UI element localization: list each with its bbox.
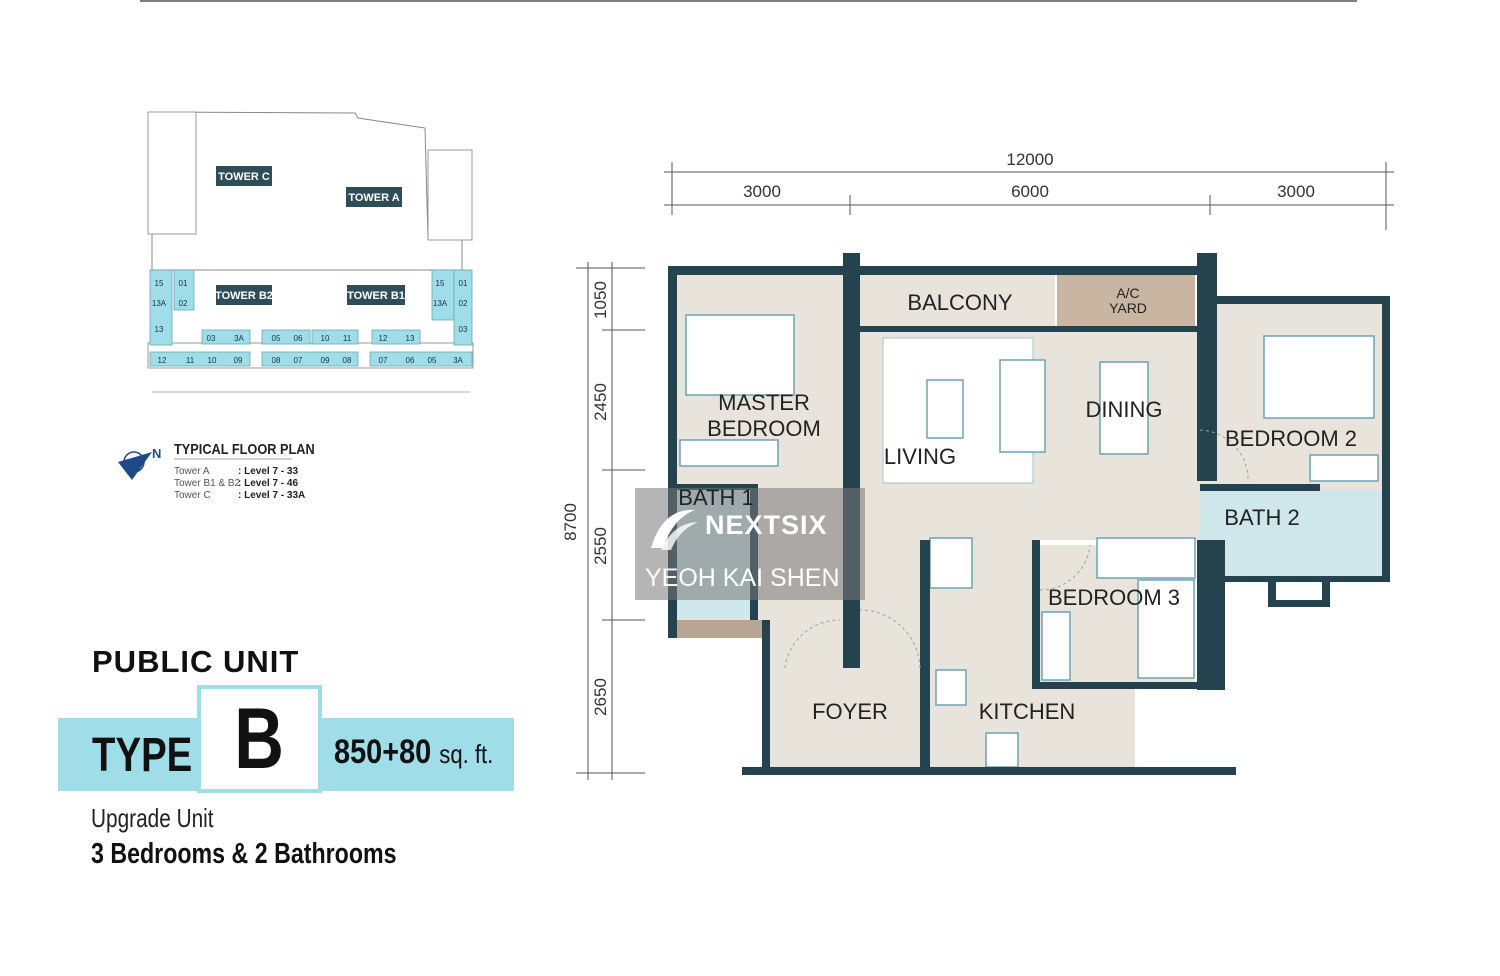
key-plan-unit-number: 11 [186,356,195,365]
room-bath-2: BATH 2 [1224,505,1299,530]
watermark: NEXTSIX YEOH KAI SHEN [635,488,865,600]
unit-area: 850+80 sq. ft. [334,733,493,772]
room-master-line2: BEDROOM [707,416,821,441]
level-row-tower-c: Tower C : Level 7 - 33A [174,490,305,501]
dim-width-3: 3000 [1277,182,1315,201]
key-plan-unit-number: 11 [343,334,352,343]
key-plan-unit-number: 08 [343,356,352,365]
level-range: : Level 7 - 33A [238,490,306,501]
key-plan-unit-number: 10 [321,334,330,343]
key-plan-unit-number: 09 [234,356,243,365]
key-plan-unit-number: 10 [208,356,217,365]
unit-category: PUBLIC UNIT [92,644,300,679]
area-value: 850+80 [334,733,432,771]
key-plan-unit-number: 08 [272,356,281,365]
room-kitchen: KITCHEN [979,699,1076,724]
key-plan-unit-number: 12 [158,356,167,365]
room-master-line1: MASTER [718,390,810,415]
key-plan-unit-number: 01 [179,279,188,288]
room-bath-1: BATH 1 [678,485,754,510]
key-plan-unit-number: 07 [379,356,388,365]
type-label: TYPE [92,729,193,782]
key-plan-unit-number: 15 [155,279,164,288]
key-plan-unit-number: 03 [207,334,216,343]
level-row-tower-b: Tower B1 & B2: Level 7 - 46 [174,478,298,489]
key-plan-unit-number: 06 [406,356,415,365]
key-plan-unit-number: 13A [433,299,448,308]
level-range: : Level 7 - 46 [238,478,299,489]
tower-c-label: TOWER C [218,171,270,183]
dim-height-4: 2650 [591,678,610,716]
room-bedroom-2: BEDROOM 2 [1225,426,1357,451]
watermark-name: YEOH KAI SHEN [645,564,840,592]
key-plan-unit-number: 05 [272,334,281,343]
room-balcony: BALCONY [907,290,1012,315]
key-plan-unit-number: 01 [459,279,468,288]
level-tower: Tower B1 & B2 [174,478,241,489]
key-plan-unit-number: 13 [406,334,415,343]
room-ac-yard-line2: YARD [1109,300,1147,316]
key-plan-unit-number: 13A [152,299,167,308]
dim-height-3: 2550 [591,527,610,565]
typical-floor-plan-title: TYPICAL FLOOR PLAN [174,441,315,458]
key-plan-unit-number: 02 [179,299,188,308]
room-bedroom-3: BEDROOM 3 [1048,585,1180,610]
dim-total-width: 12000 [1006,150,1053,169]
key-plan: TOWER C TOWER A TOWER B2 TOWER B1 N [118,111,474,480]
tower-b2-label: TOWER B2 [215,290,273,302]
key-plan-unit-number: 15 [436,279,445,288]
unit-rooms: 3 Bedrooms & 2 Bathrooms [91,838,397,870]
dim-height-1: 1050 [591,281,610,319]
north-label: N [152,446,161,461]
unit-subtitle: Upgrade Unit [91,803,214,833]
dim-width-1: 3000 [743,182,781,201]
nextsix-logo-icon [651,509,698,550]
key-plan-unit-number: 03 [459,325,468,334]
room-foyer: FOYER [812,699,888,724]
room-ac-yard-line1: A/C [1116,285,1139,301]
type-letter: B [234,690,285,787]
key-plan-unit-number: 12 [379,334,388,343]
type-letter-box: B [197,685,322,793]
watermark-brand: NEXTSIX [705,510,828,540]
key-plan-unit-number: 3A [453,356,463,365]
key-plan-unit-number: 09 [321,356,330,365]
key-plan-unit-number: 07 [294,356,303,365]
tower-b1-label: TOWER B1 [347,290,405,302]
dim-width-2: 6000 [1011,182,1049,201]
level-range: : Level 7 - 33 [238,466,299,477]
tower-a-label: TOWER A [348,192,399,204]
key-plan-unit-number: 3A [234,334,244,343]
dim-height-2: 2450 [591,383,610,421]
room-dining: DINING [1086,397,1163,422]
key-plan-unit-number: 13 [155,325,164,334]
key-plan-unit-number: 05 [428,356,437,365]
room-living: LIVING [884,444,956,469]
level-row-tower-a: Tower A : Level 7 - 33 [174,466,298,477]
key-plan-unit-number: 06 [294,334,303,343]
key-plan-unit-number: 02 [459,299,468,308]
level-tower: Tower C [174,490,211,501]
level-tower: Tower A [174,466,210,477]
dimension-lines [576,162,1394,780]
north-arrow-icon: N [118,446,161,480]
dim-total-height: 8700 [561,503,580,541]
area-unit: sq. ft. [439,739,494,769]
